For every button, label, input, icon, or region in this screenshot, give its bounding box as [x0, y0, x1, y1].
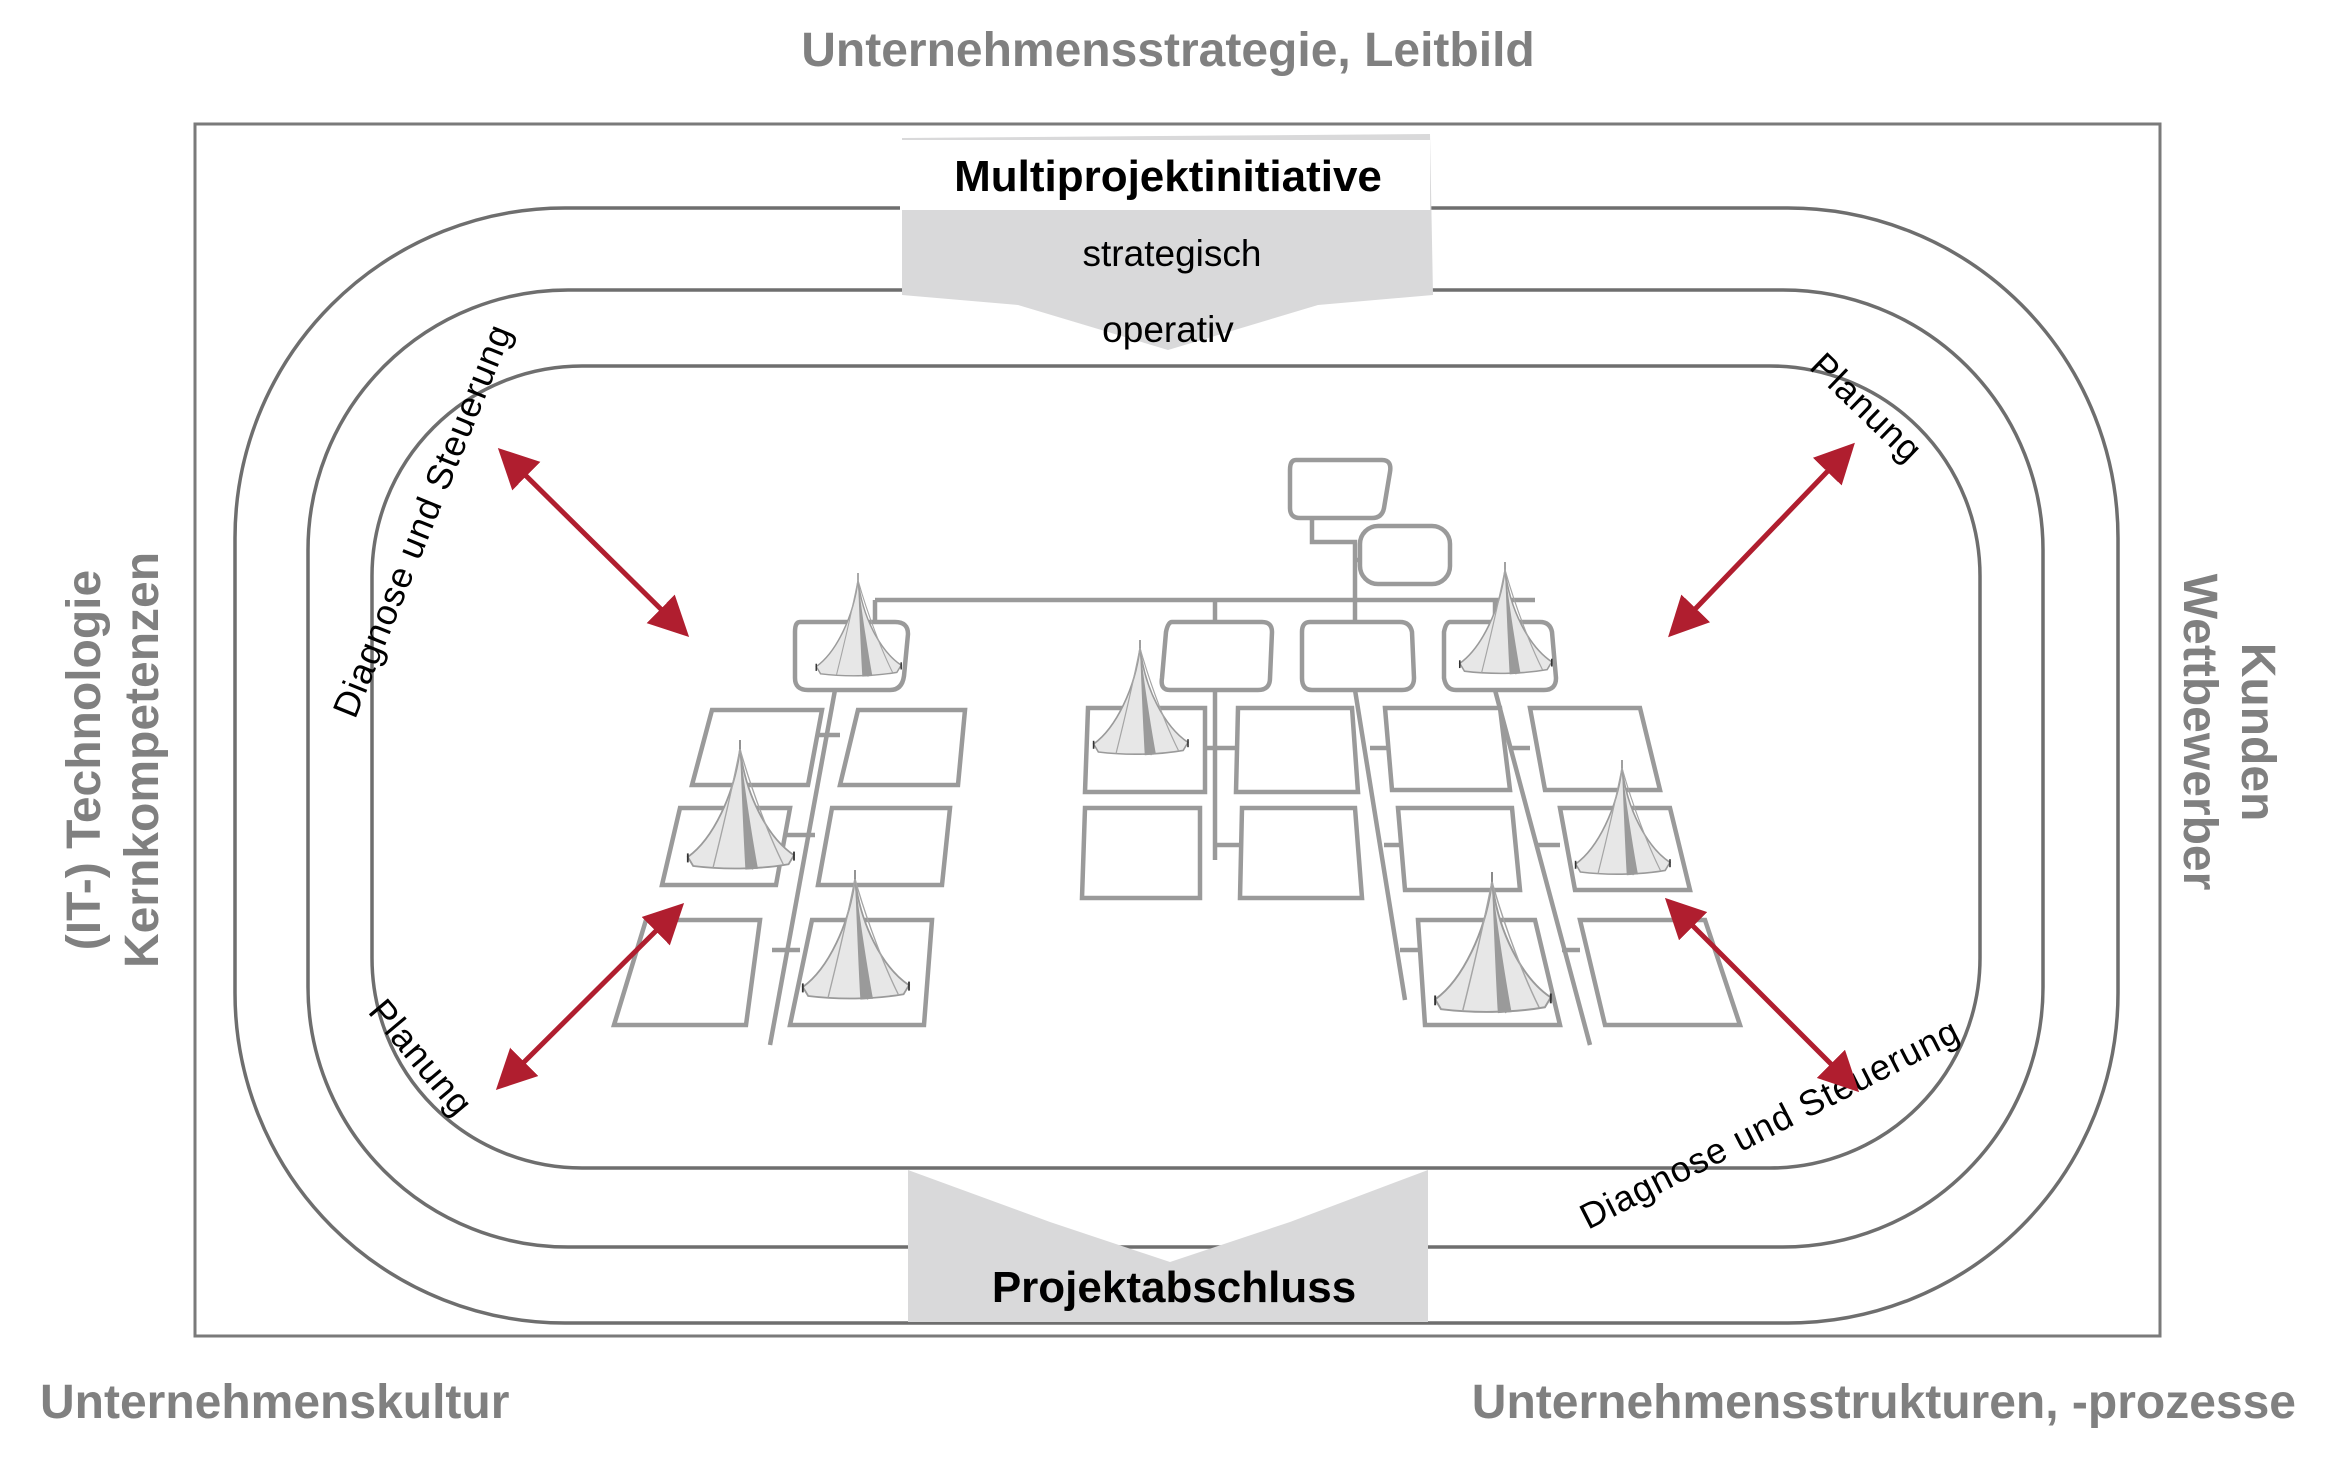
top-banner-title-bg [900, 140, 1430, 210]
arc-label-diagnosis-bottom-right: Diagnose und Steuerung [1573, 1010, 1966, 1237]
inner-track [370, 364, 1982, 1170]
arrow-top-right [1668, 442, 1855, 638]
arrow-bottom-left [495, 902, 685, 1091]
bottom-banner-shape [908, 1170, 1428, 1322]
arc-label-diagnosis-top-left: Diagnose und Steuerung [324, 318, 519, 723]
feedback-arrows [495, 442, 1860, 1093]
arrow-bottom-right [1664, 897, 1860, 1093]
label-culture: Unternehmenskultur [40, 1376, 509, 1429]
label-structures: Unternehmensstrukturen, -prozesse [1472, 1376, 2296, 1429]
environment-frame [193, 122, 2162, 1338]
level-operative-label: operativ [1102, 309, 1234, 350]
arrow-top-left [497, 447, 690, 638]
label-competitors: Wettbewerber [2173, 574, 2226, 891]
arc-label-planning-bottom-left: Planung [361, 991, 482, 1124]
label-strategy: Unternehmensstrategie, Leitbild [801, 24, 1534, 77]
bottom-banner-title: Projektabschluss [992, 1263, 1356, 1312]
label-competencies: Kernkompetenzen [116, 552, 169, 968]
top-banner-title: Multiprojektinitiative [954, 152, 1382, 201]
arc-label-planning-top-right: Planung [1802, 344, 1931, 470]
label-customers: Kunden [2231, 643, 2284, 822]
label-technology: (IT-) Technologie [58, 570, 111, 950]
level-strategic-label: strategisch [1083, 233, 1262, 274]
